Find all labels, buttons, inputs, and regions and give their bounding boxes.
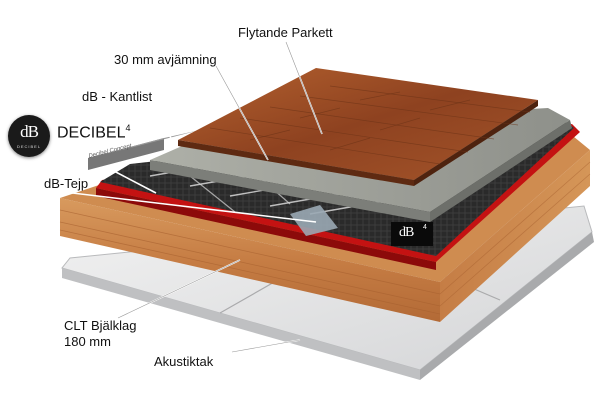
logo-subtext: DECIBEL xyxy=(16,144,42,149)
edge-strip-layer xyxy=(88,130,200,170)
brand-superscript: 4 xyxy=(125,123,131,133)
brand-name: DECIBEL4 xyxy=(57,123,130,142)
logo-mark: dB xyxy=(20,122,39,141)
label-clt-line2: 180 mm xyxy=(64,334,111,349)
brand-name-text: DECIBEL xyxy=(57,124,126,142)
parquet-layer xyxy=(178,68,538,186)
leader-lines-dark xyxy=(117,41,323,353)
label-akustiktak: Akustiktak xyxy=(154,354,214,369)
corner-logo-number: 4 xyxy=(423,224,427,231)
label-clt-line1: CLT Bjälklag xyxy=(64,318,137,333)
label-parkett: Flytande Parkett xyxy=(238,25,333,40)
decibel-corner-logo: dB 4 xyxy=(391,222,433,246)
label-avjamning: 30 mm avjämning xyxy=(114,52,217,67)
decibel-logo: dB DECIBEL xyxy=(8,115,50,157)
label-tejp: dB-Tejp xyxy=(44,176,89,191)
corner-logo-mark: dB xyxy=(399,225,414,240)
label-kantlist: dB - Kantlist xyxy=(82,89,153,104)
